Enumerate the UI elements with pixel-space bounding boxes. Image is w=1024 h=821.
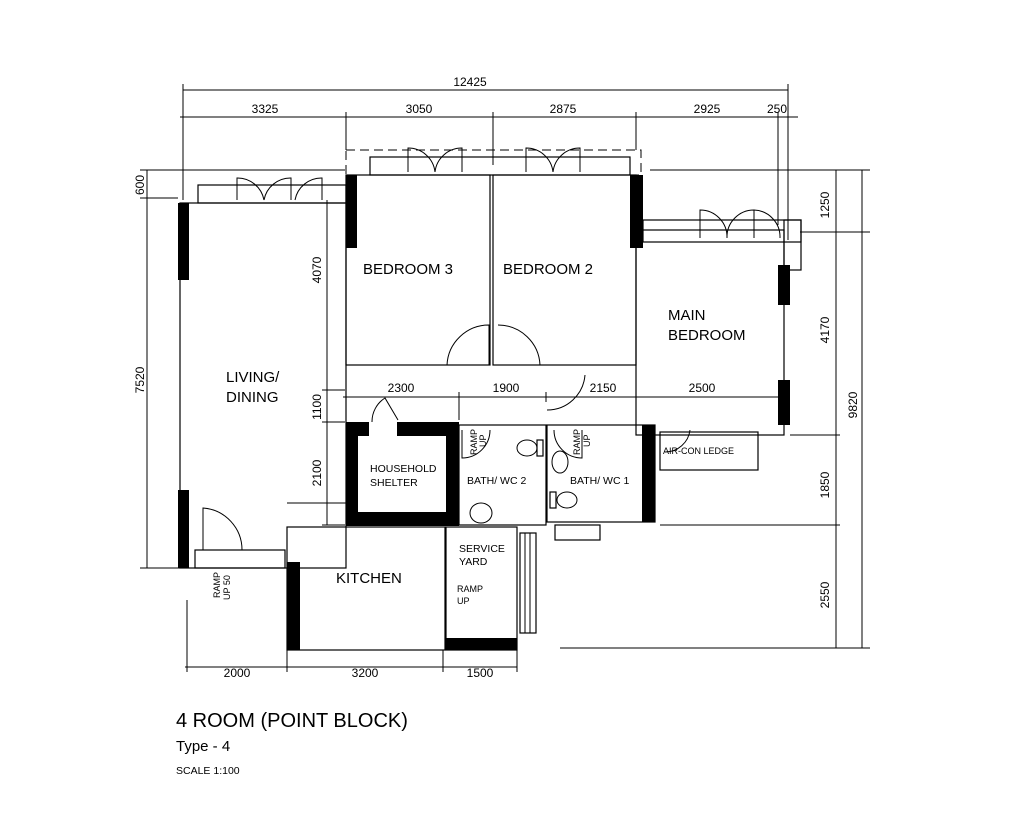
ramp-label-entrance: RAMP [212,572,222,598]
dim-left-1: 600 [133,175,147,195]
dim-bottom-3: 1500 [467,666,494,680]
dim-inner-left-1: 4070 [310,256,324,283]
dim-bottom-1: 2000 [224,666,251,680]
dim-right-2: 4170 [818,316,832,343]
dim-mid-2: 1900 [493,381,520,395]
room-label-bedroom-3: BEDROOM 3 [363,261,453,278]
door-swings [202,147,781,551]
plan-title: 4 ROOM (POINT BLOCK) [176,710,408,732]
dim-top-1: 3325 [252,102,279,116]
dimension-lines [140,84,870,672]
room-label-yard: YARD [459,556,488,568]
dim-overall-height: 9820 [846,391,860,418]
dim-top-2: 3050 [406,102,433,116]
dim-inner-left-2: 1100 [310,394,324,420]
room-label-kitchen: KITCHEN [336,570,402,587]
plan-type: Type - 4 [176,738,230,755]
room-label-main: MAIN [668,307,706,324]
dim-inner-left-3: 2100 [310,459,324,486]
ramp-label-bath1: RAMP [572,429,582,455]
walls [178,149,802,651]
ramp-label-bath2: RAMP [469,429,479,455]
dim-left-2: 7520 [133,366,147,393]
dim-top-3: 2875 [550,102,577,116]
ramp-up-label-entrance: UP 50 [222,575,232,600]
ramp-label-service: RAMP [457,584,483,594]
dim-top-4: 2925 [694,102,721,116]
dim-right-3: 1850 [818,471,832,498]
room-label-main-bedroom: BEDROOM [668,327,746,344]
room-label-household: HOUSEHOLD [370,463,437,475]
dim-mid-1: 2300 [388,381,415,395]
room-label-bath-2: BATH/ WC 2 [467,475,526,487]
sanitary-fixtures [469,439,578,524]
room-label-bath-1: BATH/ WC 1 [570,475,629,487]
ramp-up-label-service: UP [457,596,470,606]
dim-mid-4: 2500 [689,381,716,395]
room-label-aircon-ledge: AIR-CON LEDGE [663,446,734,456]
room-label-shelter: SHELTER [370,477,418,489]
dim-mid-3: 2150 [590,381,617,395]
ramp-up-label-bath2: UP [478,434,488,447]
room-label-service: SERVICE [459,543,505,555]
dim-overall-width: 12425 [453,75,487,89]
ramp-up-label-bath1: UP [582,434,592,447]
dim-right-4: 2550 [818,581,832,608]
dim-bottom-2: 3200 [352,666,379,680]
room-label-bedroom-2: BEDROOM 2 [503,261,593,278]
room-label-dining: DINING [226,389,279,406]
room-label-living: LIVING/ [226,369,280,386]
dim-right-1: 1250 [818,191,832,218]
plan-scale: SCALE 1:100 [176,765,240,777]
dim-top-5: 250 [767,102,787,116]
